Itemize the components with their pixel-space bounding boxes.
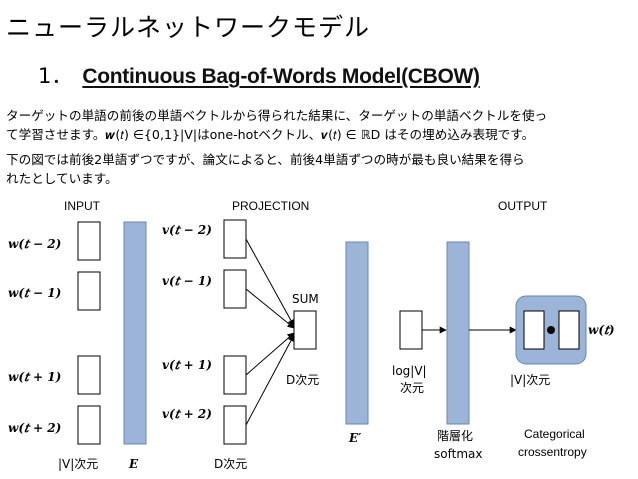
input-vector-box bbox=[77, 221, 101, 261]
projection-arrow bbox=[245, 334, 295, 426]
projection-arrow bbox=[245, 332, 295, 376]
log-dim-label-2: 次元 bbox=[400, 381, 424, 395]
output-header: OUTPUT bbox=[498, 199, 548, 213]
projection-label: 𝒗(𝑡 + 2) bbox=[162, 407, 212, 421]
embedding-matrix-E bbox=[123, 221, 147, 445]
input-vector-box bbox=[77, 271, 101, 311]
target-label: 𝒘(𝑡) bbox=[588, 323, 615, 337]
loss-operator-dot bbox=[547, 326, 555, 334]
target-output-box bbox=[558, 310, 580, 350]
projection-label: 𝒗(𝑡 − 1) bbox=[162, 274, 212, 288]
output-matrix-label: 𝑬′ bbox=[348, 431, 362, 445]
hsoftmax-label-2: softmax bbox=[434, 447, 482, 461]
section-title: Continuous Bag-of-Words Model(CBOW) bbox=[82, 65, 480, 88]
predicted-output-box bbox=[523, 310, 545, 350]
projection-arrow bbox=[245, 238, 295, 327]
input-label: 𝒘(𝑡 − 1) bbox=[8, 286, 61, 300]
projection-vector-box bbox=[223, 269, 247, 309]
output-dim-label: |V|次元 bbox=[510, 373, 550, 387]
section-number: 1． bbox=[38, 64, 73, 88]
loss-label-2: crossentropy bbox=[518, 445, 587, 459]
input-label: 𝒘(𝑡 − 2) bbox=[8, 237, 61, 251]
description-paragraph-2: 下の図では前後2単語ずつですが、論文によると、前後4単語ずつの時が最も良い結果を… bbox=[6, 150, 632, 188]
input-label: 𝒘(𝑡 + 1) bbox=[8, 370, 61, 384]
description-line: て学習させます。𝒘(𝑡) ∈{0,1}|V|はone-hotベクトル、𝒗(𝑡) … bbox=[6, 127, 535, 142]
description-paragraph-1: ターゲットの単語の前後の単語ベクトルから得られた結果に、ターゲットの単語ベクトル… bbox=[6, 106, 632, 144]
embedding-matrix-label: 𝑬 bbox=[128, 457, 139, 471]
sum-vector-box bbox=[293, 310, 317, 350]
input-header: INPUT bbox=[64, 199, 101, 213]
description-line: 下の図では前後2単語ずつですが、論文によると、前後4単語ずつの時が最も良い結果を… bbox=[6, 152, 525, 167]
projection-vector-box bbox=[223, 355, 247, 395]
section-heading: 1． Continuous Bag-of-Words Model(CBOW) bbox=[38, 60, 480, 90]
input-label: 𝒘(𝑡 + 2) bbox=[8, 421, 61, 435]
projection-header: PROJECTION bbox=[232, 199, 309, 213]
input-vector-box bbox=[77, 355, 101, 395]
slide-title: ニューラルネットワークモデル bbox=[6, 13, 371, 42]
projection-vector-box bbox=[223, 405, 247, 445]
projection-arrow bbox=[245, 288, 295, 329]
sum-dim-label: D次元 bbox=[286, 373, 319, 387]
input-vector-box bbox=[77, 405, 101, 445]
hsoftmax-label-1: 階層化 bbox=[437, 428, 473, 443]
projection-label: 𝒗(𝑡 − 2) bbox=[162, 223, 212, 237]
input-dim-label: |V|次元 bbox=[58, 457, 98, 471]
description-line: ターゲットの単語の前後の単語ベクトルから得られた結果に、ターゲットの単語ベクトル… bbox=[6, 108, 548, 123]
output-matrix-E-prime bbox=[345, 241, 369, 425]
sum-label: SUM bbox=[292, 292, 319, 306]
description-line: れたとしています。 bbox=[6, 171, 118, 186]
log-v-vector-box bbox=[399, 310, 423, 350]
hierarchical-softmax-bar bbox=[446, 241, 470, 425]
projection-dim-label: D次元 bbox=[214, 457, 247, 471]
projection-label: 𝒗(𝑡 + 1) bbox=[162, 358, 212, 372]
loss-label-1: Categorical bbox=[524, 427, 585, 441]
log-dim-label-1: log|V| bbox=[392, 364, 427, 378]
projection-vector-box bbox=[223, 219, 247, 259]
